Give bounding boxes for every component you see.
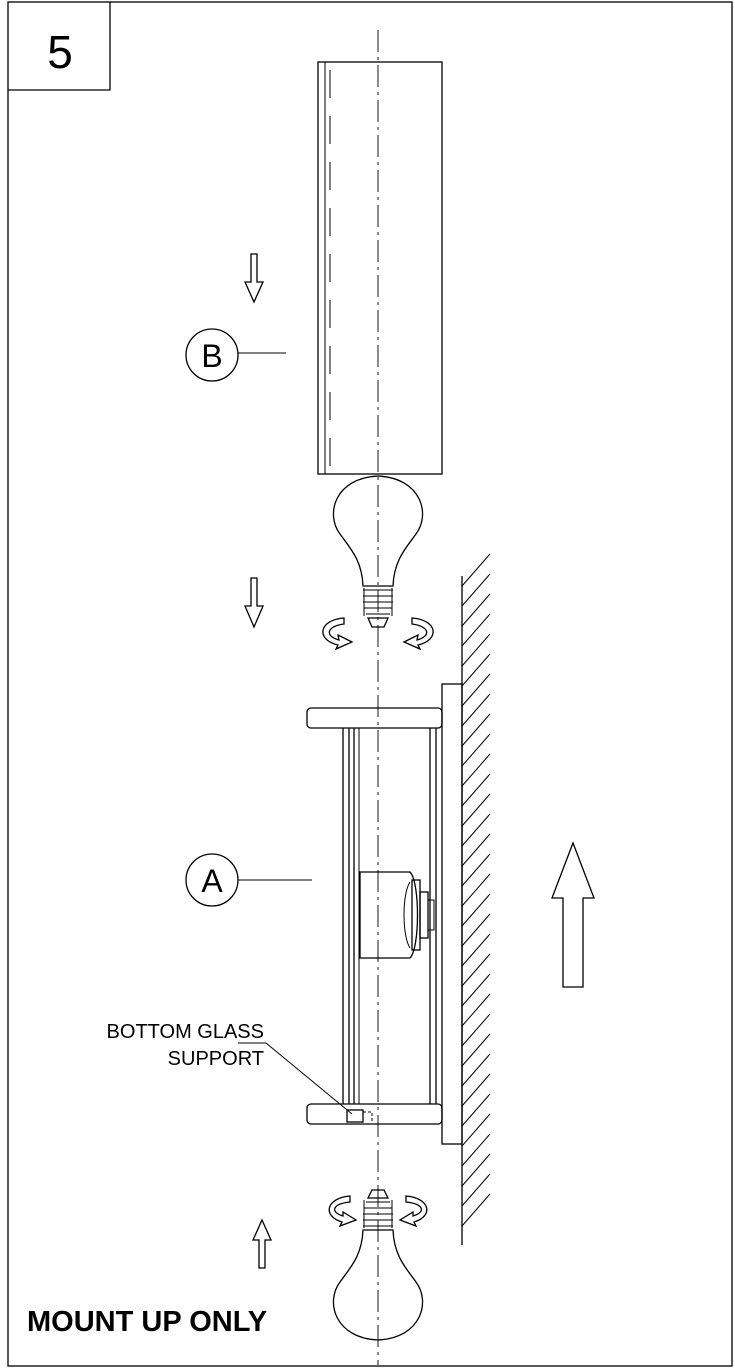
support-label-line2: SUPPORT (168, 1048, 264, 1070)
rotate-arrow-icon (322, 617, 434, 651)
callout-b-label: B (201, 338, 222, 374)
fixture-frame-a (306, 707, 443, 1125)
callout-a-label: A (201, 863, 223, 899)
step-number-box: 5 (8, 2, 111, 91)
arrow-down-icon (244, 577, 264, 629)
light-bulb-icon (332, 475, 424, 628)
glass-shade-b (317, 61, 443, 475)
arrow-down-icon (243, 253, 265, 304)
wall-plate (441, 683, 463, 1145)
panel-border (7, 1, 733, 1367)
wall-hatching (461, 553, 491, 1245)
arrow-up-icon (251, 1218, 273, 1269)
light-bulb-icon (332, 1189, 424, 1341)
step-number: 5 (47, 26, 73, 78)
bottom-glass-support-label: BOTTOM GLASS SUPPORT (107, 1021, 353, 1115)
rotate-arrow-icon (328, 1195, 428, 1228)
arrow-up-icon (551, 841, 595, 988)
support-label-line1: BOTTOM GLASS (107, 1021, 264, 1043)
callout-b: B (185, 328, 286, 382)
callout-a: A (185, 853, 312, 907)
mount-up-only-note: MOUNT UP ONLY (27, 1306, 267, 1338)
